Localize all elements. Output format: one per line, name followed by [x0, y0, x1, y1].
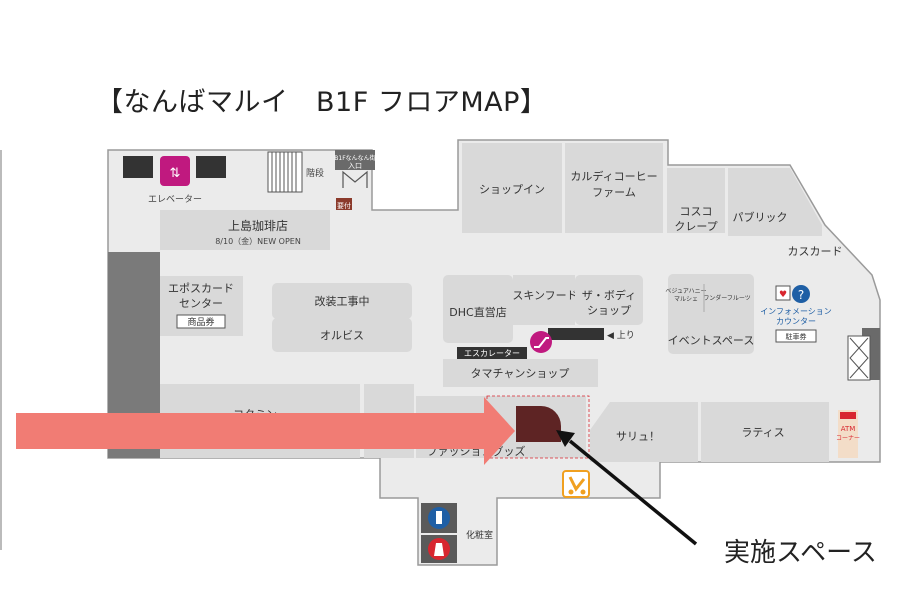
svg-text:スキンフード: スキンフード	[512, 289, 577, 302]
svg-text:カルディコーヒー: カルディコーヒー	[570, 169, 657, 183]
male-restroom-icon	[421, 503, 457, 533]
svg-text:オルビス: オルビス	[320, 329, 364, 342]
shop-dhc[interactable]	[443, 275, 513, 343]
page-title: 【なんばマルイ B1F フロアMAP】	[96, 87, 548, 118]
parking-label: 駐車券	[786, 332, 807, 341]
svg-text:ラティス: ラティス	[741, 426, 784, 439]
svg-text:階段: 階段	[306, 167, 324, 179]
powder-room-label: 化粧室	[466, 529, 493, 541]
svg-text:♥: ♥	[779, 290, 787, 300]
svg-text:入口: 入口	[348, 162, 362, 170]
shop-lattice[interactable]	[701, 402, 829, 462]
info-icon: ? ♥	[775, 285, 810, 303]
svg-text:タマチャンショップ: タマチャンショップ	[471, 367, 570, 380]
svg-text:改装工事中: 改装工事中	[315, 294, 370, 308]
svg-text:ショップ: ショップ	[587, 304, 631, 317]
svg-text:コーナー: コーナー	[836, 435, 860, 442]
elevator-icon: ⇅	[160, 156, 190, 186]
shop-public[interactable]	[728, 168, 822, 236]
svg-text:B1Fなんなん街: B1Fなんなん街	[334, 154, 375, 162]
svg-text:ベジュアハニー: ベジュアハニー	[665, 288, 706, 295]
escalator-label: エスカレーター	[464, 349, 520, 358]
shop-ueshima-coffee[interactable]	[160, 210, 330, 250]
shop-kaldi[interactable]	[565, 143, 663, 233]
svg-text:ザ・ボディ: ザ・ボディ	[582, 288, 636, 302]
shop-bodyshop[interactable]	[575, 275, 643, 325]
cafe-note: 8/10（金）NEW OPEN	[215, 236, 301, 246]
callout-label: 実施スペース	[724, 538, 877, 568]
shop-sarieu[interactable]	[590, 402, 698, 462]
voucher-label: 商品券	[187, 316, 214, 328]
svg-text:コスコ: コスコ	[680, 205, 713, 218]
entrance-nannan: B1Fなんなん街 入口 要付	[334, 150, 376, 210]
escalator-icon	[530, 331, 552, 353]
shop-renovation[interactable]	[272, 283, 412, 319]
svg-text:サリュ！: サリュ！	[616, 430, 660, 443]
shop-shopin[interactable]	[462, 143, 562, 233]
shop-skinfood[interactable]	[513, 275, 575, 325]
svg-text:エポスカード: エポスカード	[168, 282, 234, 295]
svg-text:インフォメーション: インフォメーション	[760, 307, 832, 316]
callout-arrow	[556, 430, 698, 546]
pointer-arrow	[16, 397, 515, 465]
svg-text:ATM: ATM	[841, 425, 856, 433]
female-restroom-icon	[421, 535, 457, 563]
shop-orbis[interactable]	[272, 318, 412, 352]
svg-text:センター: センター	[179, 297, 223, 310]
shop-kascard[interactable]: カスカード	[788, 245, 843, 258]
svg-text:マルシェ: マルシェ	[674, 296, 698, 303]
stairs: 階段	[267, 151, 324, 193]
shop-event-space[interactable]	[668, 274, 754, 354]
stroller-icon	[562, 470, 590, 498]
svg-text:ショップイン: ショップイン	[479, 183, 545, 196]
svg-text:要付: 要付	[337, 201, 351, 210]
svg-text:DHC直営店: DHC直営店	[449, 305, 506, 319]
escalator-up-label: ◀ 上り	[607, 330, 635, 341]
svg-text:パブリック: パブリック	[733, 210, 788, 224]
svg-text:ワンダーフルーツ: ワンダーフルーツ	[703, 294, 751, 302]
svg-text:ファーム: ファーム	[592, 186, 636, 199]
atm-corner[interactable]: ATM コーナー	[836, 410, 860, 458]
svg-text:クレープ: クレープ	[674, 220, 717, 233]
svg-text:⇅: ⇅	[170, 166, 181, 181]
svg-text:イベントスペース: イベントスペース	[668, 334, 755, 347]
shop-cosco[interactable]	[667, 168, 725, 233]
elevator-label: エレベーター	[148, 194, 202, 205]
shop-tamachan[interactable]	[443, 359, 598, 387]
svg-text:カウンター: カウンター	[776, 317, 816, 326]
cafe-name: 上島珈琲店	[228, 218, 288, 233]
svg-text:?: ?	[798, 288, 804, 302]
target-space[interactable]	[516, 406, 561, 442]
